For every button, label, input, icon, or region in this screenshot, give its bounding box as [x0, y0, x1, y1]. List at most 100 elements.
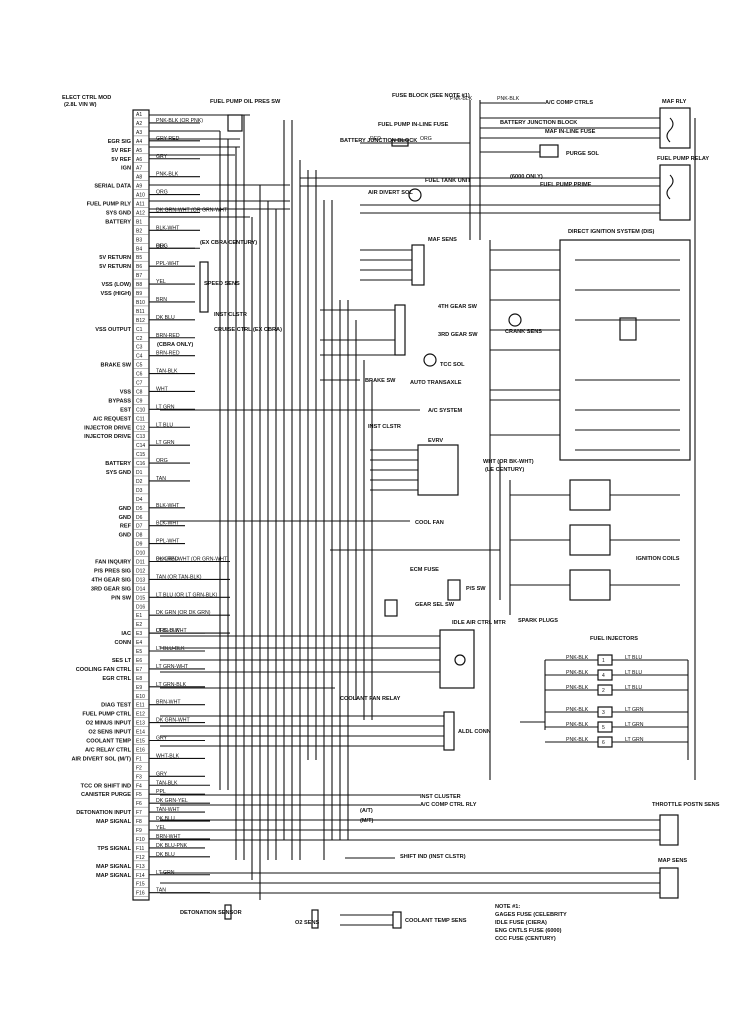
- ecm-function-label: 4TH GEAR SIG: [92, 577, 131, 583]
- ecm-function-label: BATTERY: [105, 219, 131, 225]
- ecm-pin: F2: [136, 765, 142, 771]
- ecm-function-label: VSS (LOW): [101, 282, 131, 288]
- ecm-function-label: 5V RETURN: [99, 255, 131, 261]
- fuel-injector-number: 5: [602, 725, 605, 731]
- ecm-pin: A5: [136, 148, 142, 154]
- ecm-pin: C8: [136, 389, 143, 395]
- wire-color-label: BLK-WHT: [156, 521, 180, 527]
- ecm-pin: E1: [136, 613, 142, 619]
- injector-wire-label: PNK-BLK: [566, 737, 589, 743]
- wire-red: RED: [370, 136, 381, 142]
- fuse-block-label: FUSE BLOCK (SEE NOTE #1): [392, 93, 470, 99]
- crank-sens-label: CRANK SENS: [505, 329, 542, 335]
- auto-transaxle-label: AUTO TRANSAXLE: [410, 380, 462, 386]
- ecm-function-label: VSS OUTPUT: [95, 327, 131, 333]
- ecm-function-label: MAP SIGNAL: [96, 873, 132, 879]
- ecm-pin: A9: [136, 184, 142, 190]
- gear-sw-3-label: 3RD GEAR SW: [438, 332, 478, 338]
- wire-color-label: DK GRN-WHT (OR GRN-WHT): [156, 207, 229, 213]
- ecm-pin: D5: [136, 506, 143, 512]
- ecm-function-label: BATTERY: [105, 461, 131, 467]
- ecm-function-label: FUEL PUMP RLY: [87, 202, 132, 208]
- wire-color-label: DK GRN-YEL: [156, 798, 188, 804]
- wire-color-label: GRY: [156, 154, 168, 160]
- ecm-pin: B3: [136, 237, 142, 243]
- wire-color-label: TAN-BLK: [156, 369, 178, 375]
- in-line-fuse: [391, 139, 409, 147]
- injector-wire-label: LT BLU: [625, 655, 642, 661]
- tcc-sol: [423, 353, 437, 367]
- ecm-connector: A1A2A3A4A5A6A7A8A9A10A11A12B1B2B3B4B5B6B…: [71, 109, 150, 901]
- ecm-function-label: EST: [120, 407, 131, 413]
- ecm-pin: D11: [136, 560, 145, 566]
- ecm-function-label: P/N SW: [111, 595, 132, 601]
- wire-color-label: LT BLU: [156, 422, 173, 428]
- ecm-pin: B8: [136, 282, 142, 288]
- ecm-pin: C5: [136, 363, 143, 369]
- ecm-pin: E7: [136, 667, 142, 673]
- ecm-pin: C12: [136, 425, 145, 431]
- ecm-pin: B2: [136, 228, 142, 234]
- ecm-pin: D6: [136, 515, 143, 521]
- ecm-pin: F5: [136, 792, 142, 798]
- ecm-pin: D13: [136, 577, 145, 583]
- ecm-pin: E2: [136, 622, 142, 628]
- wire-color-label: DK BLU: [156, 852, 175, 858]
- injector-wire-label: PNK-BLK: [566, 722, 589, 728]
- wire-color-label: LT BLU (OR LT GRN-BLK): [156, 592, 218, 598]
- fuel-injectors-label: FUEL INJECTORS: [590, 636, 638, 642]
- ac-comp-ctrls-label: A/C COMP CTRLS: [545, 100, 593, 106]
- coolant-temp-sens: [392, 911, 402, 929]
- ecm-pin: F15: [136, 882, 145, 888]
- ecm-function-label: O2 SENS INPUT: [88, 730, 131, 736]
- ecm-function-label: A/C REQUEST: [93, 416, 132, 422]
- ecm-pin: A7: [136, 166, 142, 172]
- fuel-injector: [597, 669, 613, 681]
- cruise-ctrl-label: CRUISE CTRL (EX CBRA): [214, 327, 282, 333]
- injector-wire-label: LT GRN: [625, 707, 644, 713]
- ecm-function-label: 5V REF: [111, 148, 131, 154]
- wire-color-label: WHT-BLK: [156, 753, 180, 759]
- injector-wire-label: LT BLU: [625, 685, 642, 691]
- ecm-function-label: FAN INQUIRY: [95, 560, 131, 566]
- ecm-pin: F6: [136, 801, 142, 807]
- ecm-pin: C6: [136, 372, 143, 378]
- wire-color-label: YEL: [156, 825, 166, 831]
- wire-color-label: DK GRN-WHT: [156, 718, 191, 724]
- wire-org: ORG: [420, 136, 432, 142]
- ignition-coil-1: [569, 479, 611, 511]
- ecm-function-label: A/C RELAY CTRL: [85, 747, 132, 753]
- ecm-pin: D16: [136, 604, 145, 610]
- ecm-function-label: IGN: [121, 166, 131, 172]
- maf-sens-label: MAF SENS: [428, 237, 457, 243]
- wire-color-label: LT GRN: [156, 404, 175, 410]
- ecm-function-label: GND: [119, 506, 131, 512]
- wire-color-label: ORG-BLK: [156, 628, 180, 634]
- throttle-posn-sens: [659, 814, 679, 846]
- fuel-injector-number: 6: [602, 740, 605, 746]
- ecm-pin: C10: [136, 407, 145, 413]
- wire-color-label: BLK-RED: [156, 557, 179, 563]
- wire-color-label: ORG: [156, 243, 168, 249]
- speed-sens: [199, 261, 209, 313]
- ecm-function-label: EGR CTRL: [102, 676, 131, 682]
- wire-color-label: WHT: [156, 386, 169, 392]
- coolant-fan-relay-label: COOLANT FAN RELAY: [340, 696, 401, 702]
- ecm-pin: E13: [136, 721, 145, 727]
- ecm-pin: B9: [136, 291, 142, 297]
- le-century-label: (LE CENTURY): [485, 467, 524, 473]
- ecm-function-label: BYPASS: [108, 398, 131, 404]
- ecm-pin: F8: [136, 819, 142, 825]
- ecm-pin: A10: [136, 193, 145, 199]
- inst-clstr-label: INST CLSTR: [214, 312, 247, 318]
- mt-label: (M/T): [360, 818, 373, 824]
- fuel-injector: [597, 684, 613, 696]
- wire-color-label: LT GRN-BLK: [156, 682, 187, 688]
- ecm-pin: D1: [136, 470, 143, 476]
- ecm-pin-column: A1A2A3A4A5A6A7A8A9A10A11A12B1B2B3B4B5B6B…: [133, 112, 149, 897]
- wire-color-label: GRY: [156, 771, 168, 777]
- ecm-pin: E8: [136, 676, 142, 682]
- ecm-pin: F9: [136, 828, 142, 834]
